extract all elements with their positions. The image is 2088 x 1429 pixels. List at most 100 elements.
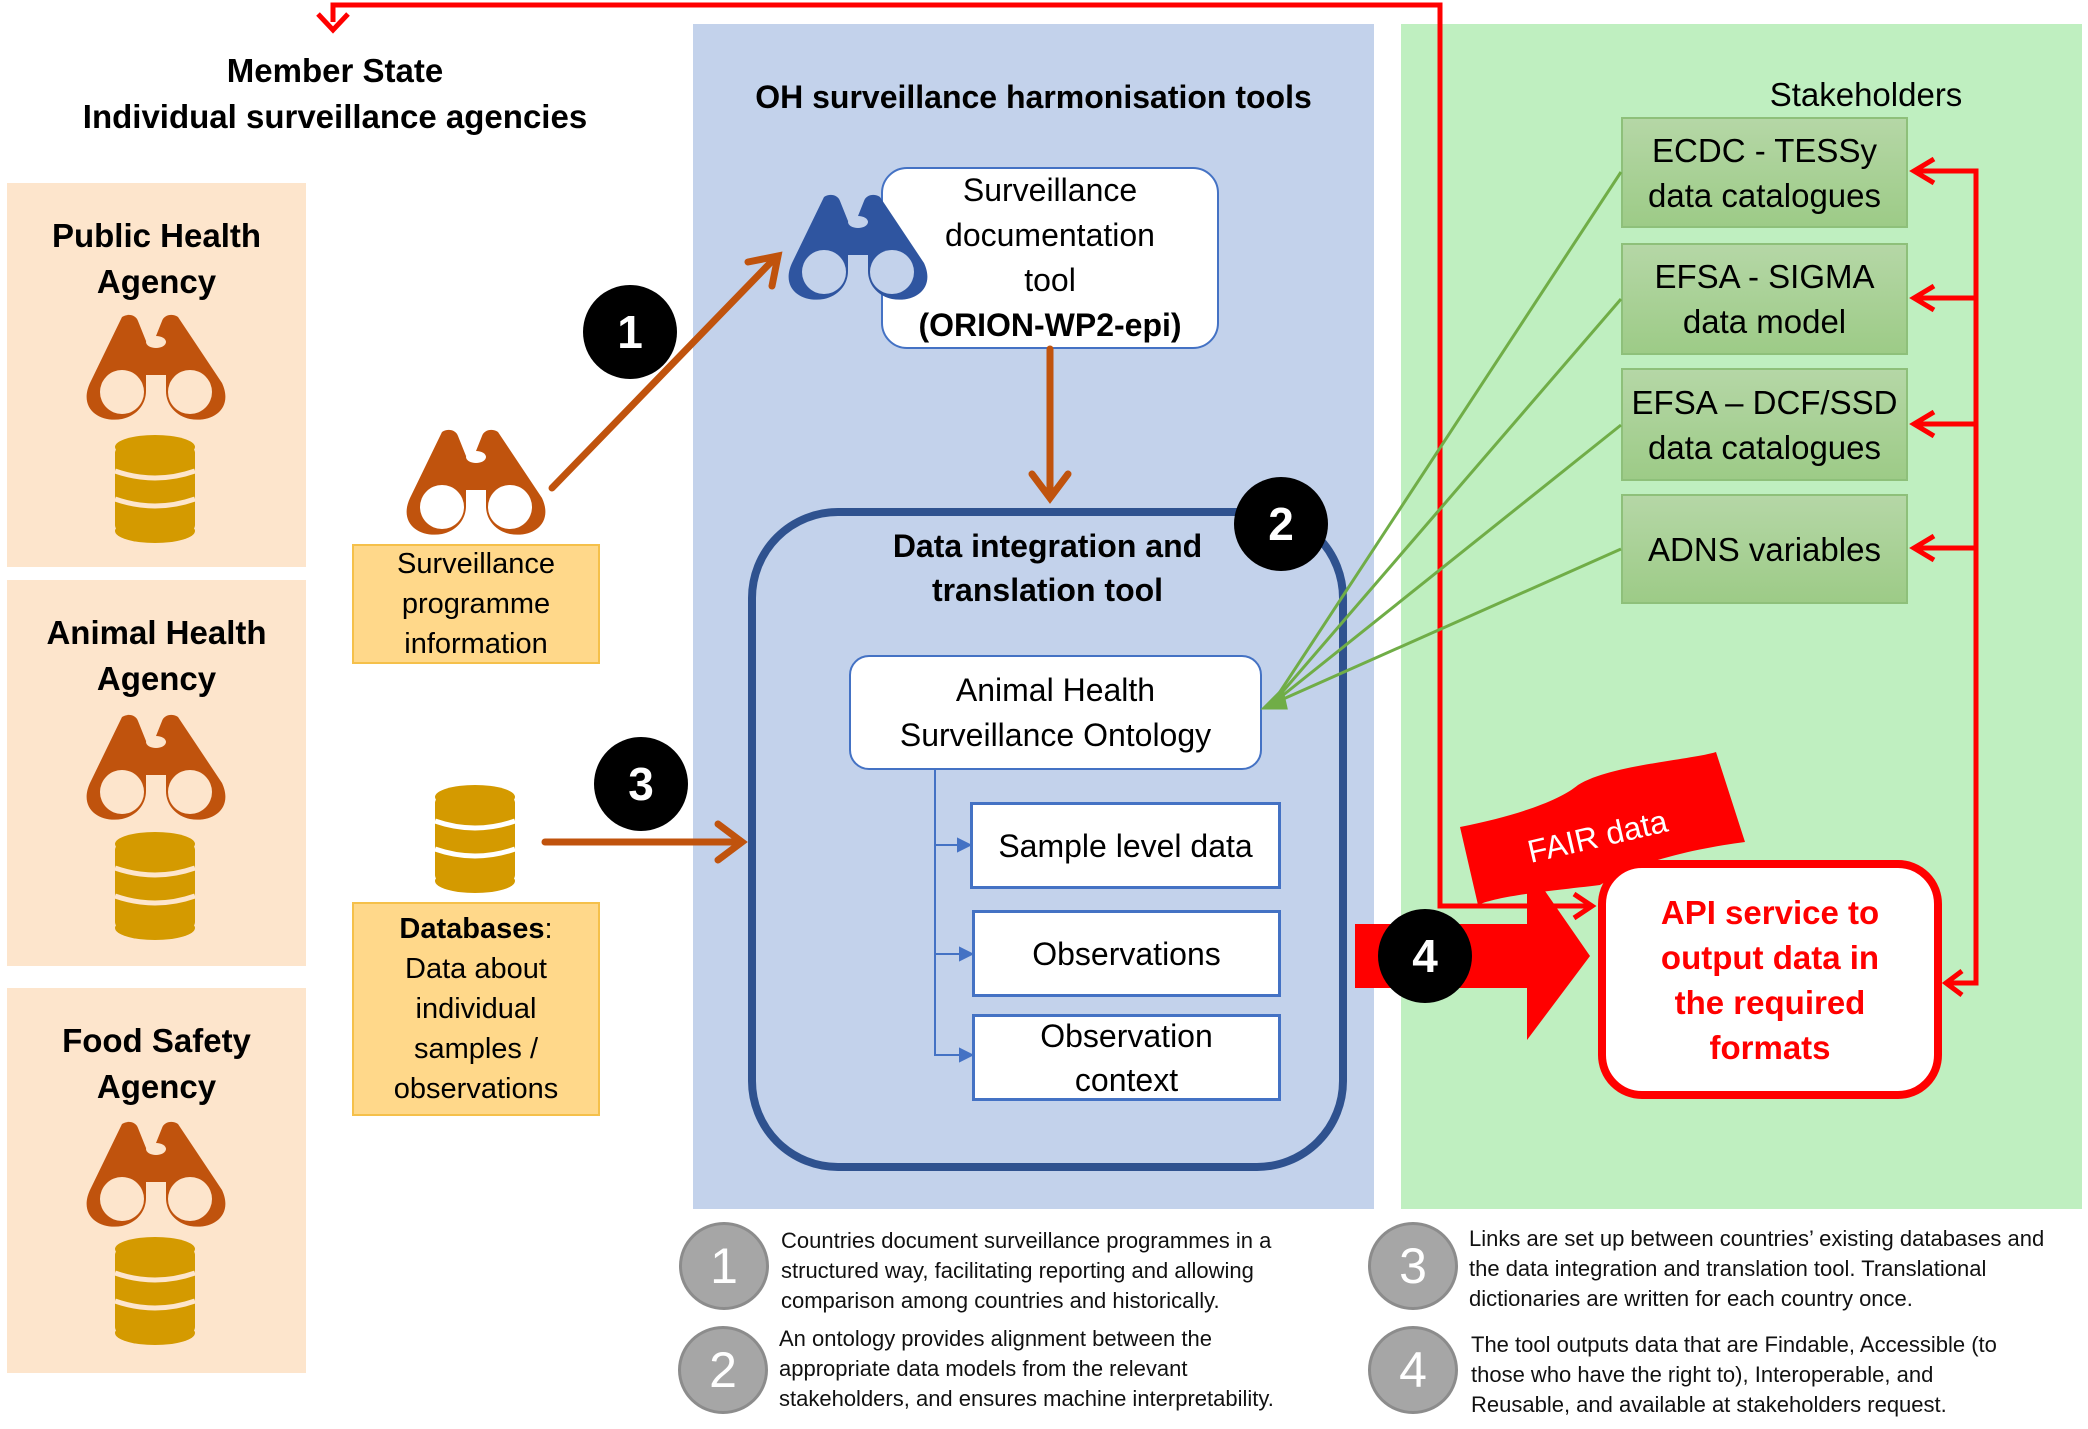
stakeholder-line1: ADNS variables <box>1648 530 1881 568</box>
programme-info-box: Surveillance programme information <box>352 544 600 664</box>
legend-text-3: Links are set up between countries’ exis… <box>1469 1224 2088 1314</box>
arrowhead-ecdc <box>1909 156 1936 186</box>
link-ecdc <box>1270 171 1623 705</box>
child-label-line1: Sample level data <box>998 827 1253 864</box>
integration-title-line1: Data integration and <box>892 528 1203 564</box>
binocular-lenses-doc-tool <box>802 216 914 294</box>
stakeholder-line2: data model <box>1682 303 1847 340</box>
member-state-title: Member State Individual surveillance age… <box>40 48 630 140</box>
binocular-lenses <box>100 336 212 1221</box>
arrowhead-adns <box>1909 533 1936 563</box>
legend-line: structured way, facilitating reporting a… <box>781 1258 1254 1283</box>
feedback-arrow <box>316 2 1597 921</box>
link-arrowhead <box>1260 687 1288 710</box>
agency-name-line1: Animal Health <box>46 614 267 651</box>
child-label-line2: context <box>1074 1061 1179 1098</box>
databases-box: Databases: Data about individual samples… <box>352 902 600 1116</box>
integration-tool-box: Data integration and translation tool <box>748 508 1347 1171</box>
programme-info-line2: programme <box>401 588 551 620</box>
ontology-box[interactable]: Animal Health Surveillance Ontology <box>849 655 1262 770</box>
stakeholder-line2: data catalogues <box>1647 428 1881 466</box>
feedback-line <box>330 2 1590 909</box>
output-arrow <box>1355 865 1590 1040</box>
legend-line: Reusable, and available at stakeholders … <box>1471 1392 1947 1417</box>
ontology-line1: Animal Health <box>955 671 1156 708</box>
arrowhead-integration-top <box>1028 470 1072 504</box>
databases-line5: observations <box>393 1073 559 1105</box>
child-label-line1: Observations <box>1032 935 1221 972</box>
legend-text-2: An ontology provides alignment between t… <box>779 1324 1359 1414</box>
integration-tool-title: Data integration and translation tool <box>756 524 1339 612</box>
integration-title-line2: translation tool <box>931 572 1164 608</box>
legend-line: appropriate data models from the relevan… <box>779 1356 1188 1381</box>
api-line1: API service to <box>1660 893 1880 931</box>
stakeholder-line1: EFSA – DCF/SSD <box>1631 383 1898 421</box>
tools-panel-title: OH surveillance harmonisation tools <box>755 79 1312 115</box>
feedback-arrowhead-api <box>1572 891 1597 921</box>
agency-name-line2: Agency <box>96 660 217 697</box>
legend-badge-1: 1 <box>679 1222 769 1310</box>
legend-badge-3: 3 <box>1368 1222 1458 1310</box>
database-icon-public-health <box>114 435 196 543</box>
tree-arrowhead <box>959 946 975 962</box>
legend-line: the data integration and translation too… <box>1469 1256 1987 1281</box>
programme-info-line1: Surveillance <box>397 548 555 580</box>
sample-level-data-box[interactable]: Sample level data <box>970 802 1281 889</box>
doc-tool-line3: tool <box>1024 262 1076 298</box>
legend-line: The tool outputs data that are Findable,… <box>1471 1332 1997 1357</box>
member-state-title-line1: Member State <box>226 52 444 89</box>
database-icon-food-safety <box>114 1237 196 1345</box>
tree-trunk <box>934 770 960 1056</box>
programme-info-line3: information <box>404 628 548 660</box>
tree-arrowhead <box>959 1047 975 1063</box>
stakeholders-panel-title: Stakeholders <box>1769 76 1963 113</box>
stakeholder-links <box>1260 171 1623 710</box>
agency-name-line2: Agency <box>96 1068 217 1105</box>
distribution-line <box>1918 168 1979 986</box>
orange-arrows <box>541 251 1072 864</box>
legend-badge-2: 2 <box>678 1326 768 1414</box>
legend-line: dictionaries are written for each countr… <box>1469 1286 1913 1311</box>
step-badge-4: 4 <box>1378 909 1472 1003</box>
stakeholder-line1: EFSA - SIGMA <box>1654 258 1875 295</box>
databases-label-colon: : <box>544 913 553 945</box>
agency-name-line2: Agency <box>96 263 217 300</box>
agency-name: Food Safety Agency <box>7 1018 306 1110</box>
legend-line: Links are set up between countries’ exis… <box>1469 1226 2045 1251</box>
stakeholder-adns[interactable]: ADNS variables <box>1621 494 1908 604</box>
legend-line: stakeholders, and ensures machine interp… <box>779 1386 1274 1411</box>
fair-data-flag: FAIR data <box>1460 752 1745 905</box>
databases-label: Databases: <box>399 909 552 949</box>
doc-tool-line2: documentation <box>945 217 1155 253</box>
stakeholder-efsa-dcf-ssd[interactable]: EFSA – DCF/SSD data catalogues <box>1621 368 1908 481</box>
binocular-lenses-programme <box>420 451 532 529</box>
api-line2: output data in <box>1660 938 1880 976</box>
agency-name-line1: Food Safety <box>62 1022 251 1059</box>
stakeholder-efsa-sigma[interactable]: EFSA - SIGMA data model <box>1621 243 1908 355</box>
step-badge-2: 2 <box>1234 477 1328 571</box>
documentation-tool-box[interactable]: Surveillance documentation tool (ORION-W… <box>881 167 1219 349</box>
api-line4: formats <box>1709 1028 1831 1066</box>
observation-context-box[interactable]: Observation context <box>972 1014 1281 1101</box>
legend-line: those who have the right to), Interopera… <box>1471 1362 1934 1387</box>
agency-name: Public Health Agency <box>7 213 306 305</box>
arrowhead-doc-tool <box>744 251 783 290</box>
observations-box[interactable]: Observations <box>972 910 1281 997</box>
arrowhead-integration-left <box>714 820 748 864</box>
legend-text-1: Countries document surveillance programm… <box>781 1226 1341 1316</box>
legend-line: Countries document surveillance programm… <box>781 1228 1272 1253</box>
tree-arrowhead <box>957 837 973 853</box>
step-badge-3: 3 <box>594 737 688 831</box>
legend-text-4: The tool outputs data that are Findable,… <box>1471 1330 2071 1420</box>
member-state-title-line2: Individual surveillance agencies <box>82 98 588 135</box>
agency-name-line1: Public Health <box>51 217 262 254</box>
step-badge-1: 1 <box>583 285 677 379</box>
legend-line: comparison among countries and historica… <box>781 1288 1220 1313</box>
link-sigma <box>1270 298 1623 705</box>
agency-name: Animal Health Agency <box>7 610 306 702</box>
arrowhead-sigma <box>1909 283 1936 313</box>
api-line3: the required <box>1674 983 1866 1021</box>
stakeholder-ecdc-tessy[interactable]: ECDC - TESSy data catalogues <box>1621 117 1908 228</box>
api-service-box[interactable]: API service to output data in the requir… <box>1598 860 1942 1099</box>
